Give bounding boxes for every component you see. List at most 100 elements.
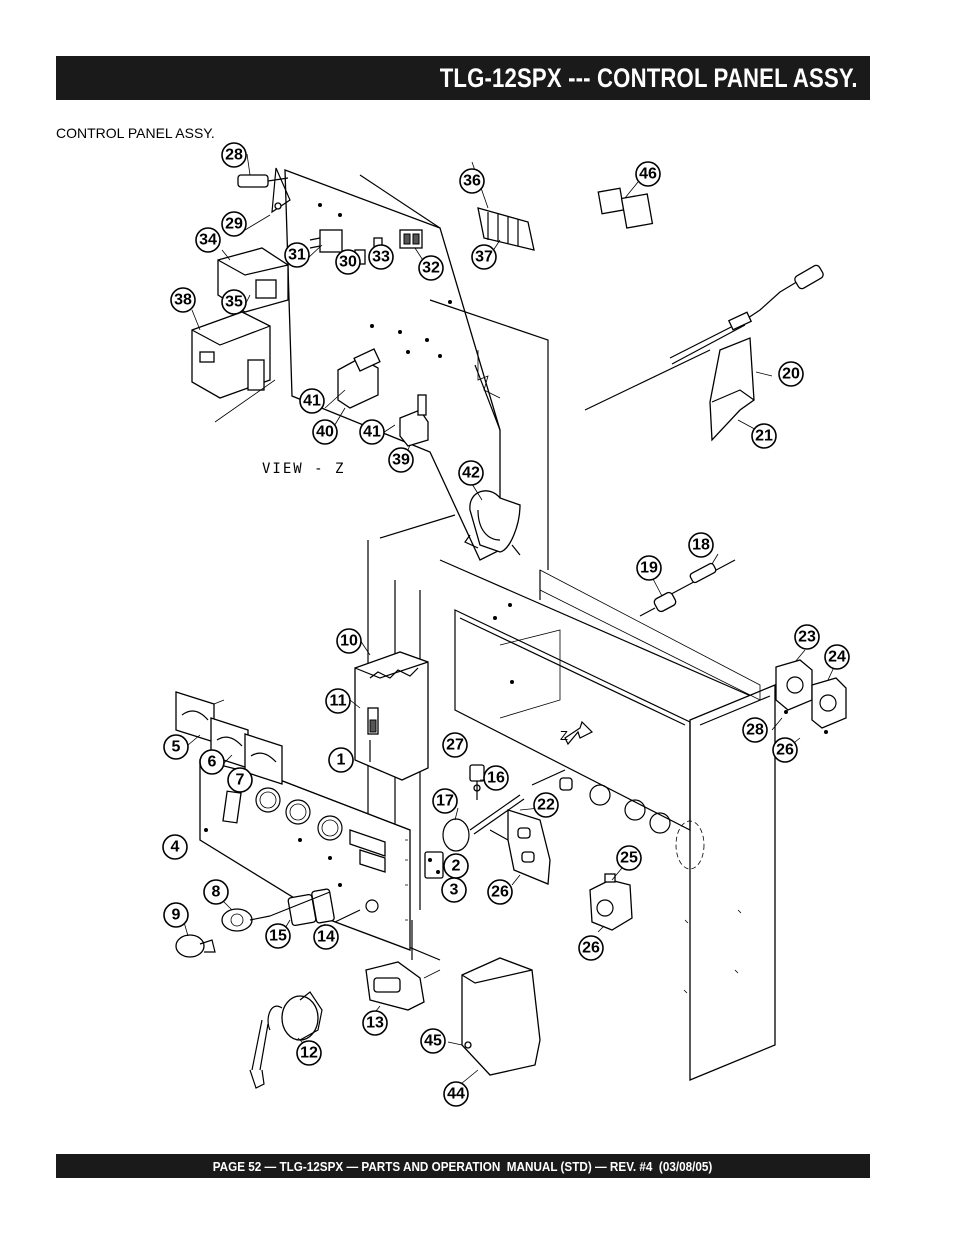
svg-text:18: 18: [692, 537, 710, 554]
svg-text:8: 8: [212, 884, 221, 901]
callout-13: 13: [362, 1010, 388, 1036]
callout-44: 44: [443, 1081, 469, 1107]
callout-2: 2: [443, 853, 469, 879]
page-title: TLG-12SPX --- CONTROL PANEL ASSY.: [440, 62, 858, 93]
callout-16: 16: [483, 765, 509, 791]
callout-26a: 26: [772, 737, 798, 763]
footer-text: PAGE 52 — TLG-12SPX — PARTS AND OPERATIO…: [213, 1158, 713, 1174]
timer: [589, 867, 633, 933]
svg-text:5: 5: [172, 739, 181, 756]
svg-text:10: 10: [340, 633, 358, 650]
svg-text:34: 34: [199, 232, 217, 249]
callout-6: 6: [199, 749, 225, 775]
receptacle: [489, 769, 573, 886]
svg-text:13: 13: [366, 1015, 384, 1032]
cover: [447, 957, 541, 1089]
callout-23: 23: [794, 624, 820, 650]
svg-text:46: 46: [639, 166, 657, 183]
sensor-assembly: [584, 264, 824, 617]
callout-42: 42: [458, 460, 484, 486]
svg-text:12: 12: [300, 1045, 318, 1062]
svg-text:15: 15: [269, 928, 287, 945]
svg-text:45: 45: [424, 1033, 442, 1050]
callout-37: 37: [471, 244, 497, 270]
callout-labels: 28 29 34 31 30 33 32 36 37 46 38 35 20 2…: [162, 142, 850, 1107]
callout-41a: 41: [299, 388, 325, 414]
svg-text:11: 11: [330, 693, 347, 710]
callout-38: 38: [170, 287, 196, 313]
callout-22: 22: [533, 792, 559, 818]
callout-28b: 28: [742, 717, 768, 743]
switch-knob-group: [175, 888, 361, 958]
callout-25: 25: [616, 845, 642, 871]
svg-text:42: 42: [462, 465, 480, 482]
svg-text:37: 37: [475, 249, 493, 266]
outlets-right: [771, 649, 847, 747]
svg-text:23: 23: [798, 629, 816, 646]
svg-text:16: 16: [487, 770, 505, 787]
svg-text:28: 28: [746, 722, 764, 739]
page-header: TLG-12SPX --- CONTROL PANEL ASSY.: [56, 56, 870, 100]
callout-35: 35: [221, 289, 247, 315]
view-z-assembly: VIEW - Z: [191, 153, 654, 570]
svg-text:33: 33: [372, 249, 390, 266]
callout-33: 33: [368, 244, 394, 270]
svg-text:27: 27: [446, 737, 464, 754]
callout-39: 39: [388, 447, 414, 473]
callout-10: 10: [336, 628, 362, 654]
svg-text:24: 24: [828, 649, 846, 666]
callout-46: 46: [635, 161, 661, 187]
svg-text:32: 32: [422, 260, 440, 277]
key-switch: [249, 991, 323, 1089]
callout-40: 40: [312, 419, 338, 445]
svg-text:9: 9: [172, 907, 181, 924]
svg-text:20: 20: [782, 366, 800, 383]
circuit-breaker: [349, 639, 429, 781]
svg-text:19: 19: [640, 560, 658, 577]
svg-text:25: 25: [620, 850, 638, 867]
callout-30: 30: [335, 249, 361, 275]
callout-34: 34: [195, 227, 221, 253]
callout-27: 27: [442, 732, 468, 758]
svg-text:44: 44: [447, 1086, 465, 1103]
callout-26b: 26: [487, 879, 513, 905]
callout-29: 29: [221, 211, 247, 237]
svg-text:6: 6: [208, 754, 217, 771]
callout-9: 9: [163, 902, 189, 928]
callout-28: 28: [221, 142, 247, 168]
svg-text:7: 7: [236, 772, 245, 789]
callout-21: 21: [751, 423, 777, 449]
svg-text:1: 1: [337, 752, 346, 769]
svg-text:36: 36: [463, 173, 481, 190]
callout-36: 36: [459, 168, 485, 194]
callout-4: 4: [162, 834, 188, 860]
callout-32: 32: [418, 255, 444, 281]
svg-text:41: 41: [363, 424, 381, 441]
callout-15: 15: [265, 923, 291, 949]
svg-text:2: 2: [452, 858, 461, 875]
svg-text:30: 30: [339, 254, 357, 271]
callout-20: 20: [778, 361, 804, 387]
svg-text:35: 35: [225, 294, 243, 311]
callout-31: 31: [284, 242, 310, 268]
callout-11: 11: [325, 688, 351, 714]
z-marker-label: Z: [560, 728, 568, 743]
svg-text:4: 4: [171, 839, 180, 856]
svg-text:26: 26: [491, 884, 509, 901]
callout-14: 14: [313, 924, 339, 950]
small-hardware: [424, 764, 525, 879]
view-z-label: VIEW - Z: [262, 461, 345, 477]
callout-19: 19: [636, 555, 662, 581]
callout-18: 18: [688, 532, 714, 558]
svg-text:40: 40: [316, 424, 334, 441]
callout-26c: 26: [578, 935, 604, 961]
exploded-parts-diagram: VIEW - Z: [162, 142, 850, 1107]
callout-45: 45: [420, 1028, 446, 1054]
page-footer: PAGE 52 — TLG-12SPX — PARTS AND OPERATIO…: [56, 1154, 870, 1178]
svg-text:28: 28: [225, 147, 243, 164]
callout-1: 1: [328, 747, 354, 773]
svg-text:41: 41: [303, 393, 321, 410]
svg-text:26: 26: [582, 940, 600, 957]
svg-text:39: 39: [392, 452, 410, 469]
control-box-frame: Z: [367, 483, 776, 1081]
